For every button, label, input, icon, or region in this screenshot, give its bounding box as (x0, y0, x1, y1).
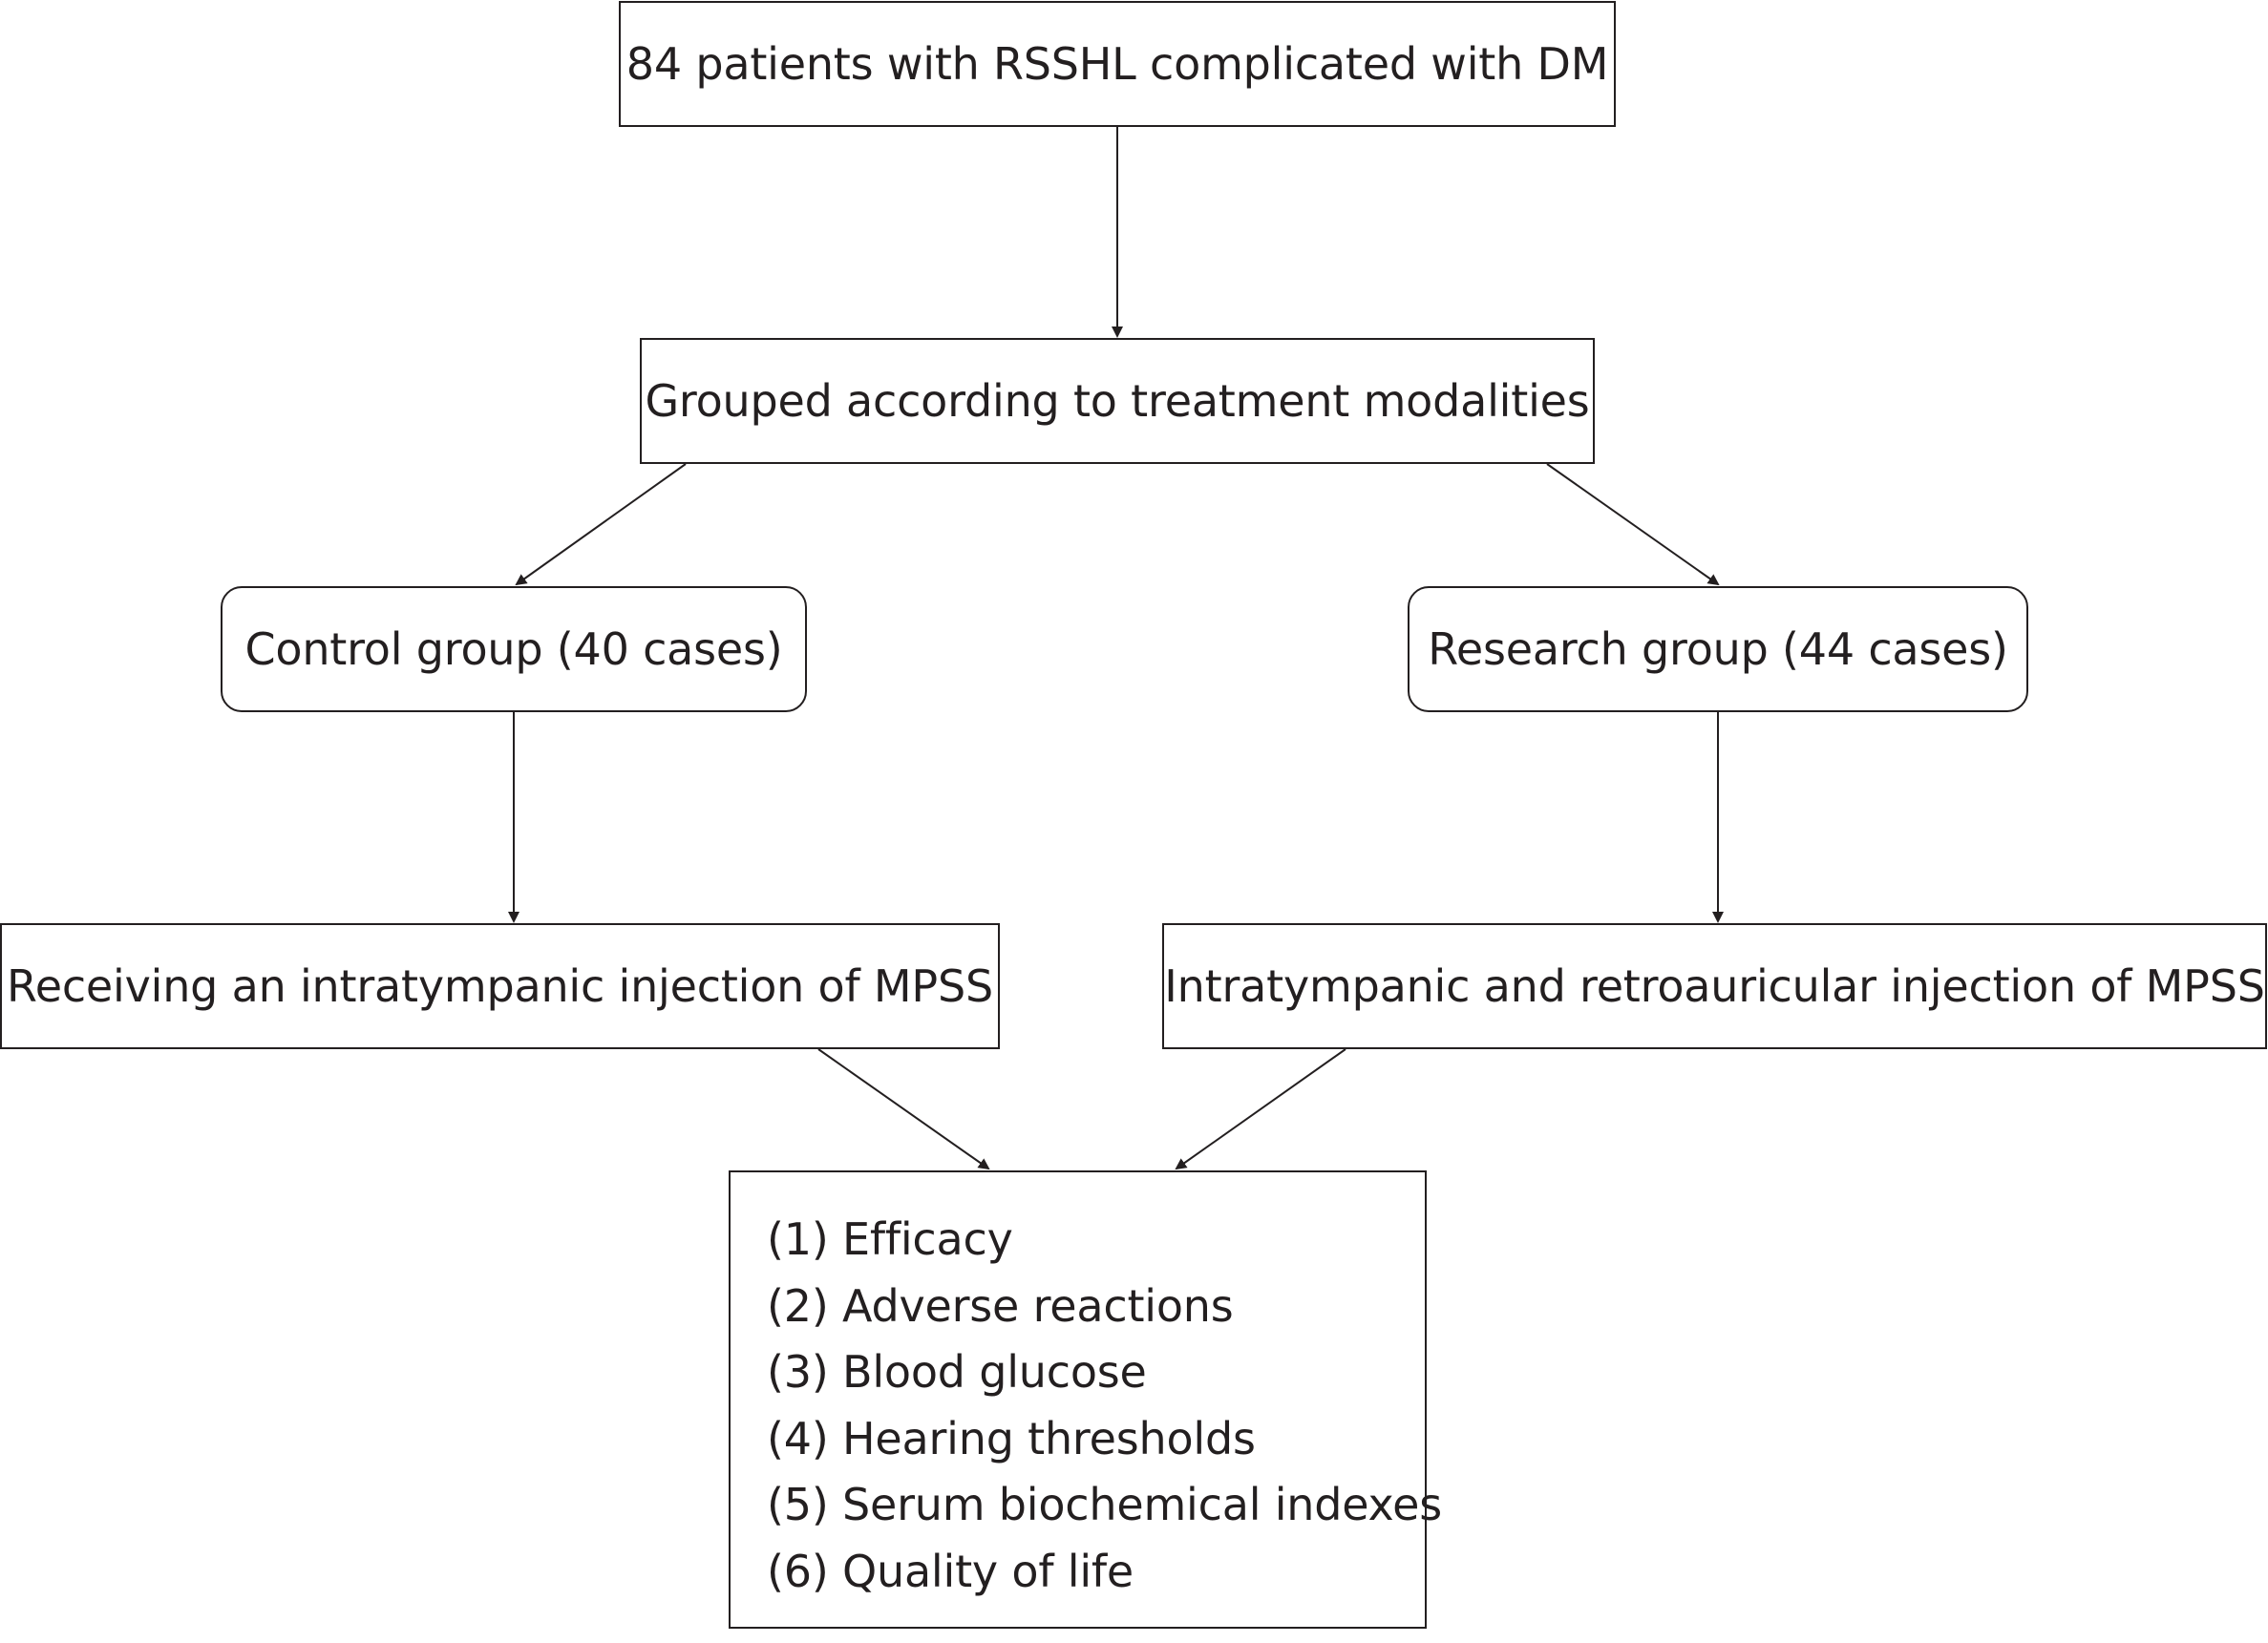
node-grouping: Grouped according to treatment modalitie… (640, 338, 1595, 464)
node-control-group-label: Control group (40 cases) (244, 623, 783, 675)
arrow-grouping-to-control (515, 463, 687, 586)
arrow-research-treatment-to-outcomes (1175, 1048, 1346, 1170)
node-control-group: Control group (40 cases) (221, 586, 807, 712)
outcome-item: (6) Quality of life (767, 1545, 1134, 1597)
node-research-treatment-label: Intratympanic and retroauricular injecti… (1164, 960, 2265, 1012)
outcome-item: (5) Serum biochemical indexes (767, 1479, 1443, 1530)
node-control-treatment: Receiving an intratympanic injection of … (0, 923, 1000, 1049)
node-control-treatment-label: Receiving an intratympanic injection of … (7, 960, 993, 1012)
node-start: 84 patients with RSSHL complicated with … (619, 1, 1616, 127)
node-research-group: Research group (44 cases) (1408, 586, 2028, 712)
node-outcomes: (1) Efficacy (2) Adverse reactions (3) B… (729, 1170, 1443, 1629)
node-research-treatment: Intratympanic and retroauricular injecti… (1162, 923, 2267, 1049)
node-research-group-label: Research group (44 cases) (1428, 623, 2008, 675)
node-start-label: 84 patients with RSSHL complicated with … (625, 38, 1609, 90)
arrow-grouping-to-research (1546, 463, 1720, 586)
outcome-item: (2) Adverse reactions (767, 1279, 1234, 1332)
outcome-item: (1) Efficacy (767, 1213, 1013, 1265)
outcome-item: (3) Blood glucose (767, 1346, 1147, 1398)
outcome-item: (4) Hearing thresholds (767, 1412, 1256, 1464)
node-grouping-label: Grouped according to treatment modalitie… (645, 375, 1590, 427)
outcome-list: (1) Efficacy (2) Adverse reactions (3) B… (767, 1207, 1443, 1605)
arrow-control-treatment-to-outcomes (817, 1048, 990, 1170)
